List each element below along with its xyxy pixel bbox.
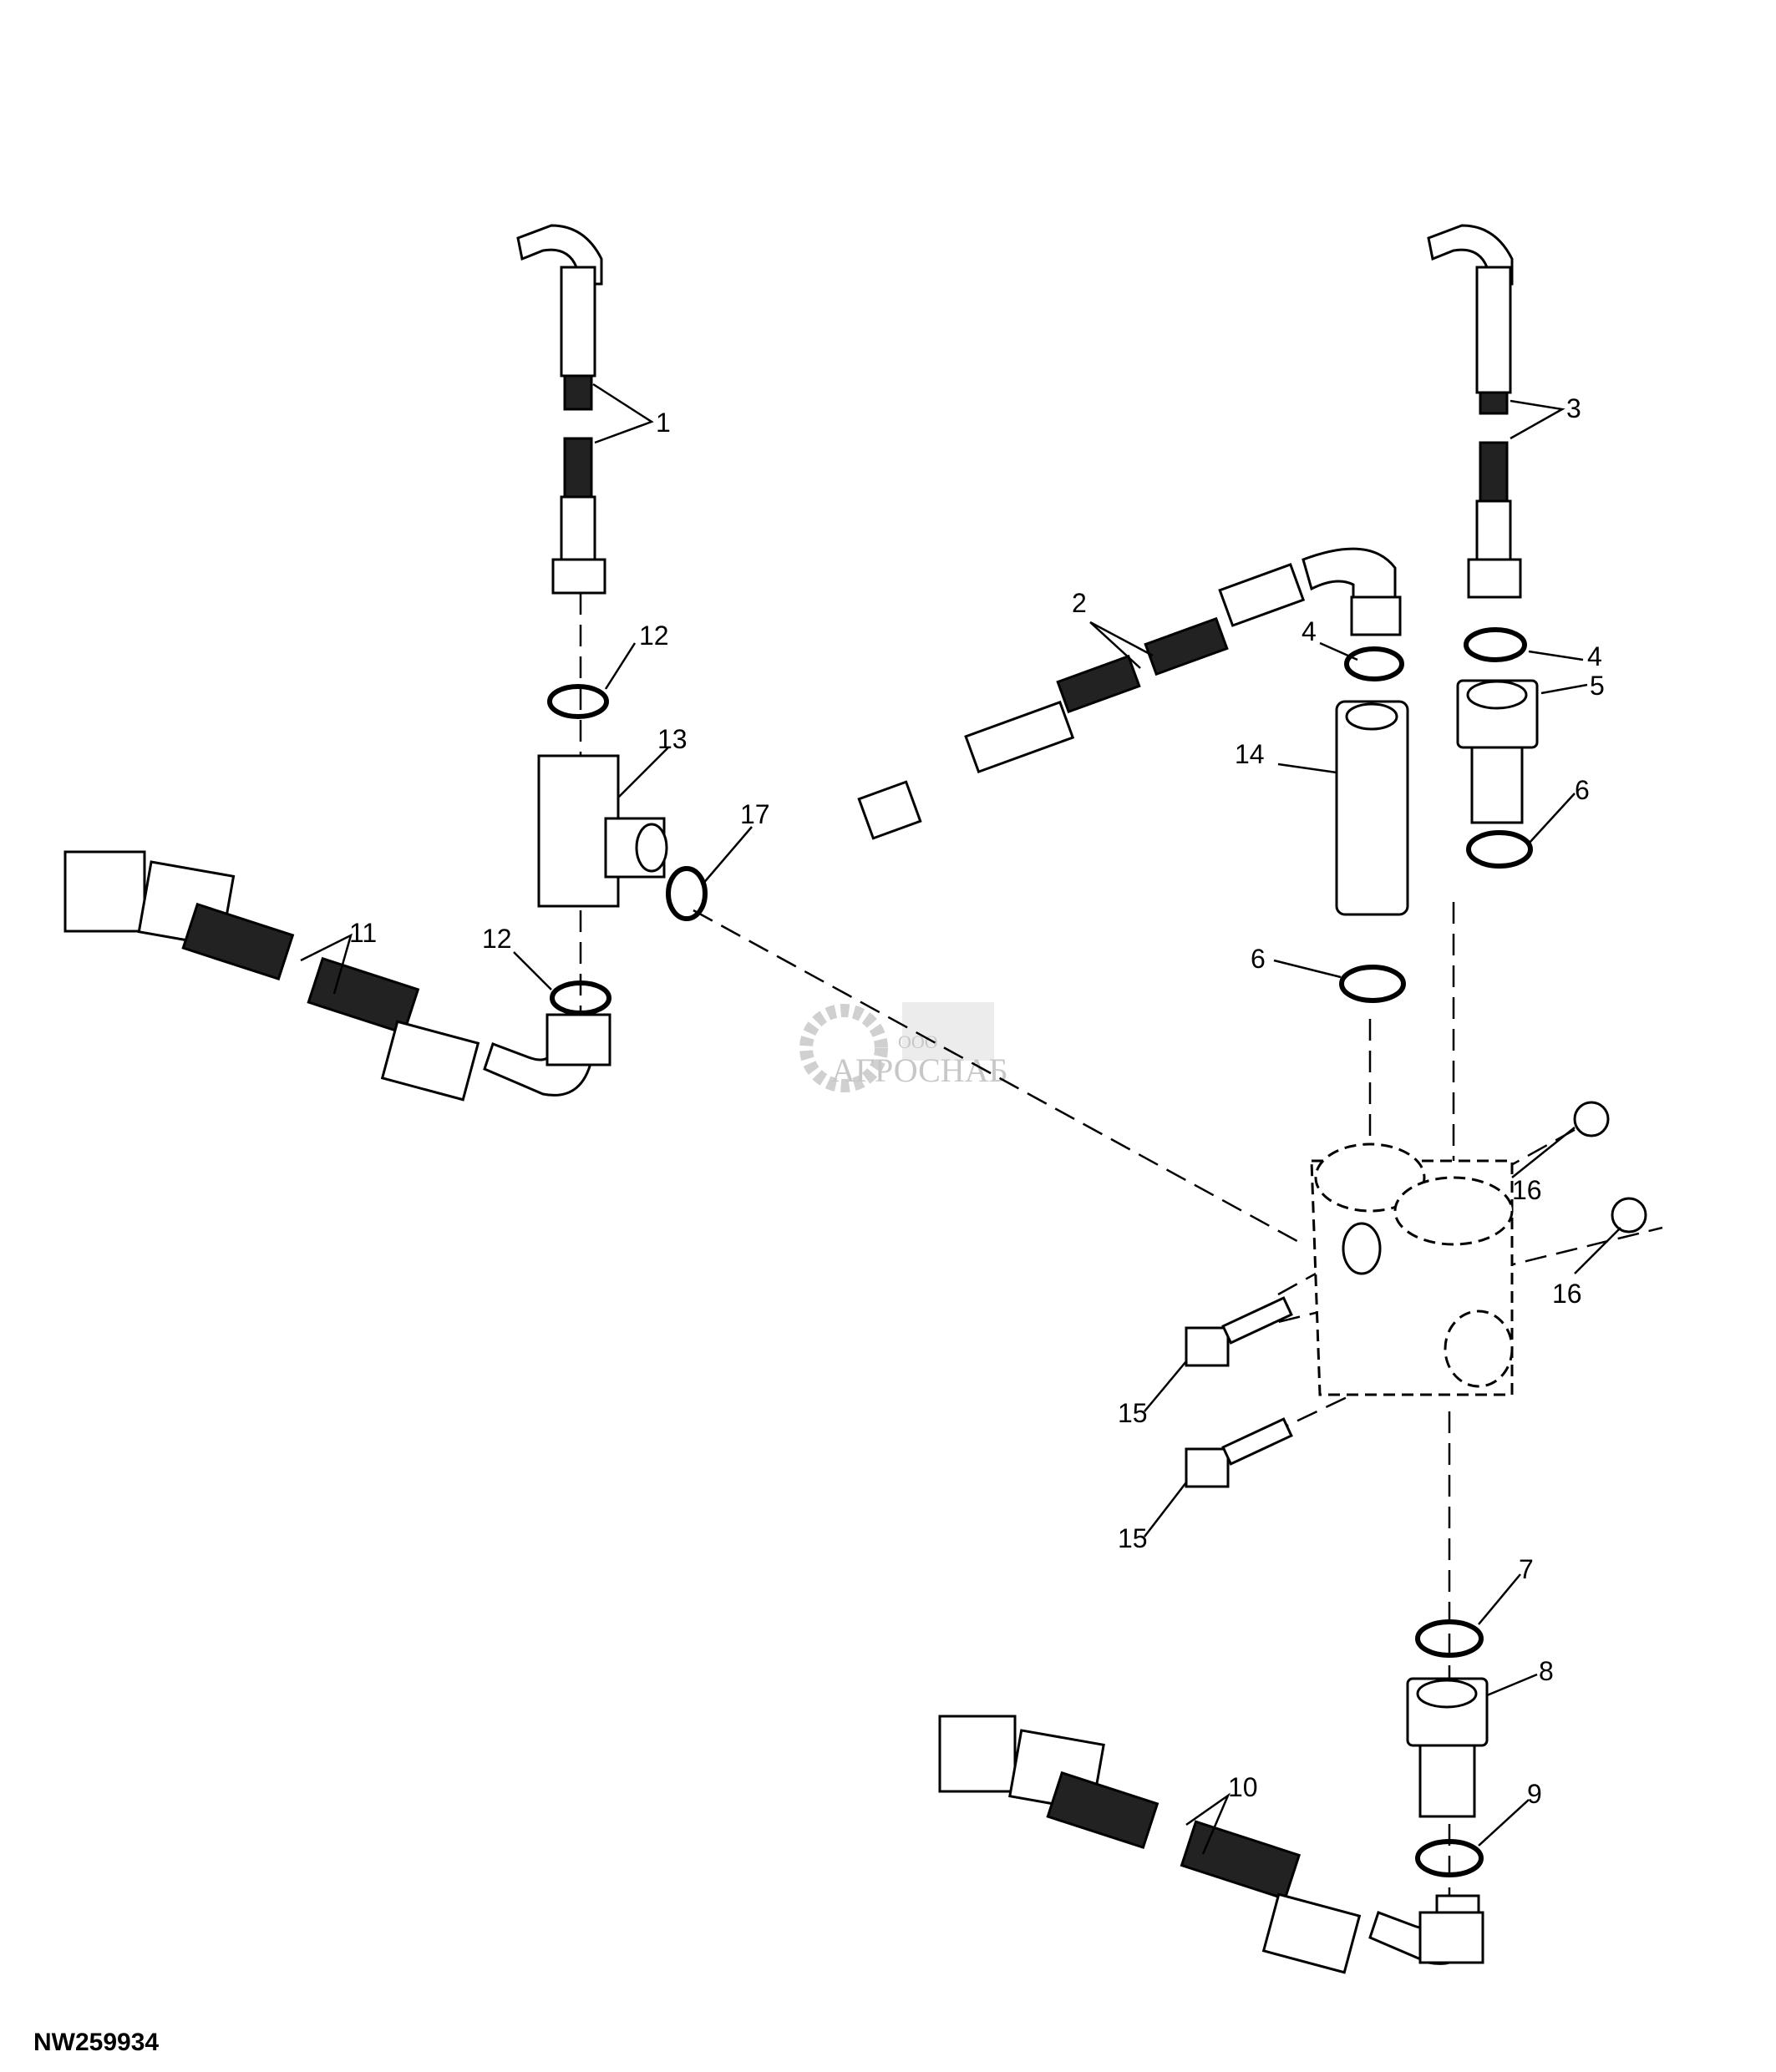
fitting-14	[1335, 700, 1409, 916]
figure-id: NW259934	[33, 2029, 159, 2056]
svg-text:АГРОСНАБ: АГРОСНАБ	[831, 1051, 1008, 1089]
callout-16b: 16	[1552, 1279, 1582, 1309]
hose-1	[516, 224, 606, 595]
callout-4b: 4	[1587, 641, 1602, 671]
callout-3: 3	[1566, 393, 1581, 423]
callout-labels: 1 2 3 4 4 5 6 6 7 8 9 10 11 12 12 13 14 …	[349, 393, 1605, 1809]
callout-13: 13	[657, 724, 688, 754]
callout-4: 4	[1302, 616, 1317, 646]
callout-5: 5	[1590, 671, 1605, 701]
callout-8: 8	[1539, 1656, 1554, 1686]
bolts-15	[1185, 1296, 1293, 1488]
leader-lines	[300, 382, 1621, 1855]
callout-11: 11	[349, 918, 377, 948]
fitting-5	[1456, 679, 1539, 824]
callout-14: 14	[1235, 739, 1265, 769]
callout-9: 9	[1527, 1779, 1542, 1809]
hose-10	[938, 1715, 1484, 1974]
callout-15: 15	[1118, 1398, 1148, 1428]
watermark-logo: ООО АГРОСНАБ	[799, 1002, 1008, 1092]
callout-6: 6	[1575, 775, 1590, 805]
nuts-16	[1573, 1101, 1647, 1234]
hose-2	[857, 547, 1402, 840]
o-rings	[547, 627, 1533, 1877]
callout-7: 7	[1519, 1554, 1534, 1584]
callout-12: 12	[639, 621, 669, 651]
callout-2: 2	[1072, 588, 1087, 618]
hose-3	[1427, 224, 1522, 599]
fitting-8	[1406, 1677, 1489, 1818]
tee-fitting-13	[537, 754, 668, 908]
callout-15b: 15	[1118, 1523, 1148, 1553]
callout-17: 17	[740, 799, 770, 829]
callout-16: 16	[1512, 1175, 1542, 1205]
callout-1: 1	[656, 408, 671, 438]
callout-6b: 6	[1251, 944, 1266, 974]
callout-12b: 12	[482, 924, 512, 954]
svg-text:ООО: ООО	[898, 1031, 938, 1052]
callout-10: 10	[1228, 1772, 1258, 1802]
hose-11	[63, 850, 611, 1102]
manifold-block	[1310, 1142, 1514, 1396]
